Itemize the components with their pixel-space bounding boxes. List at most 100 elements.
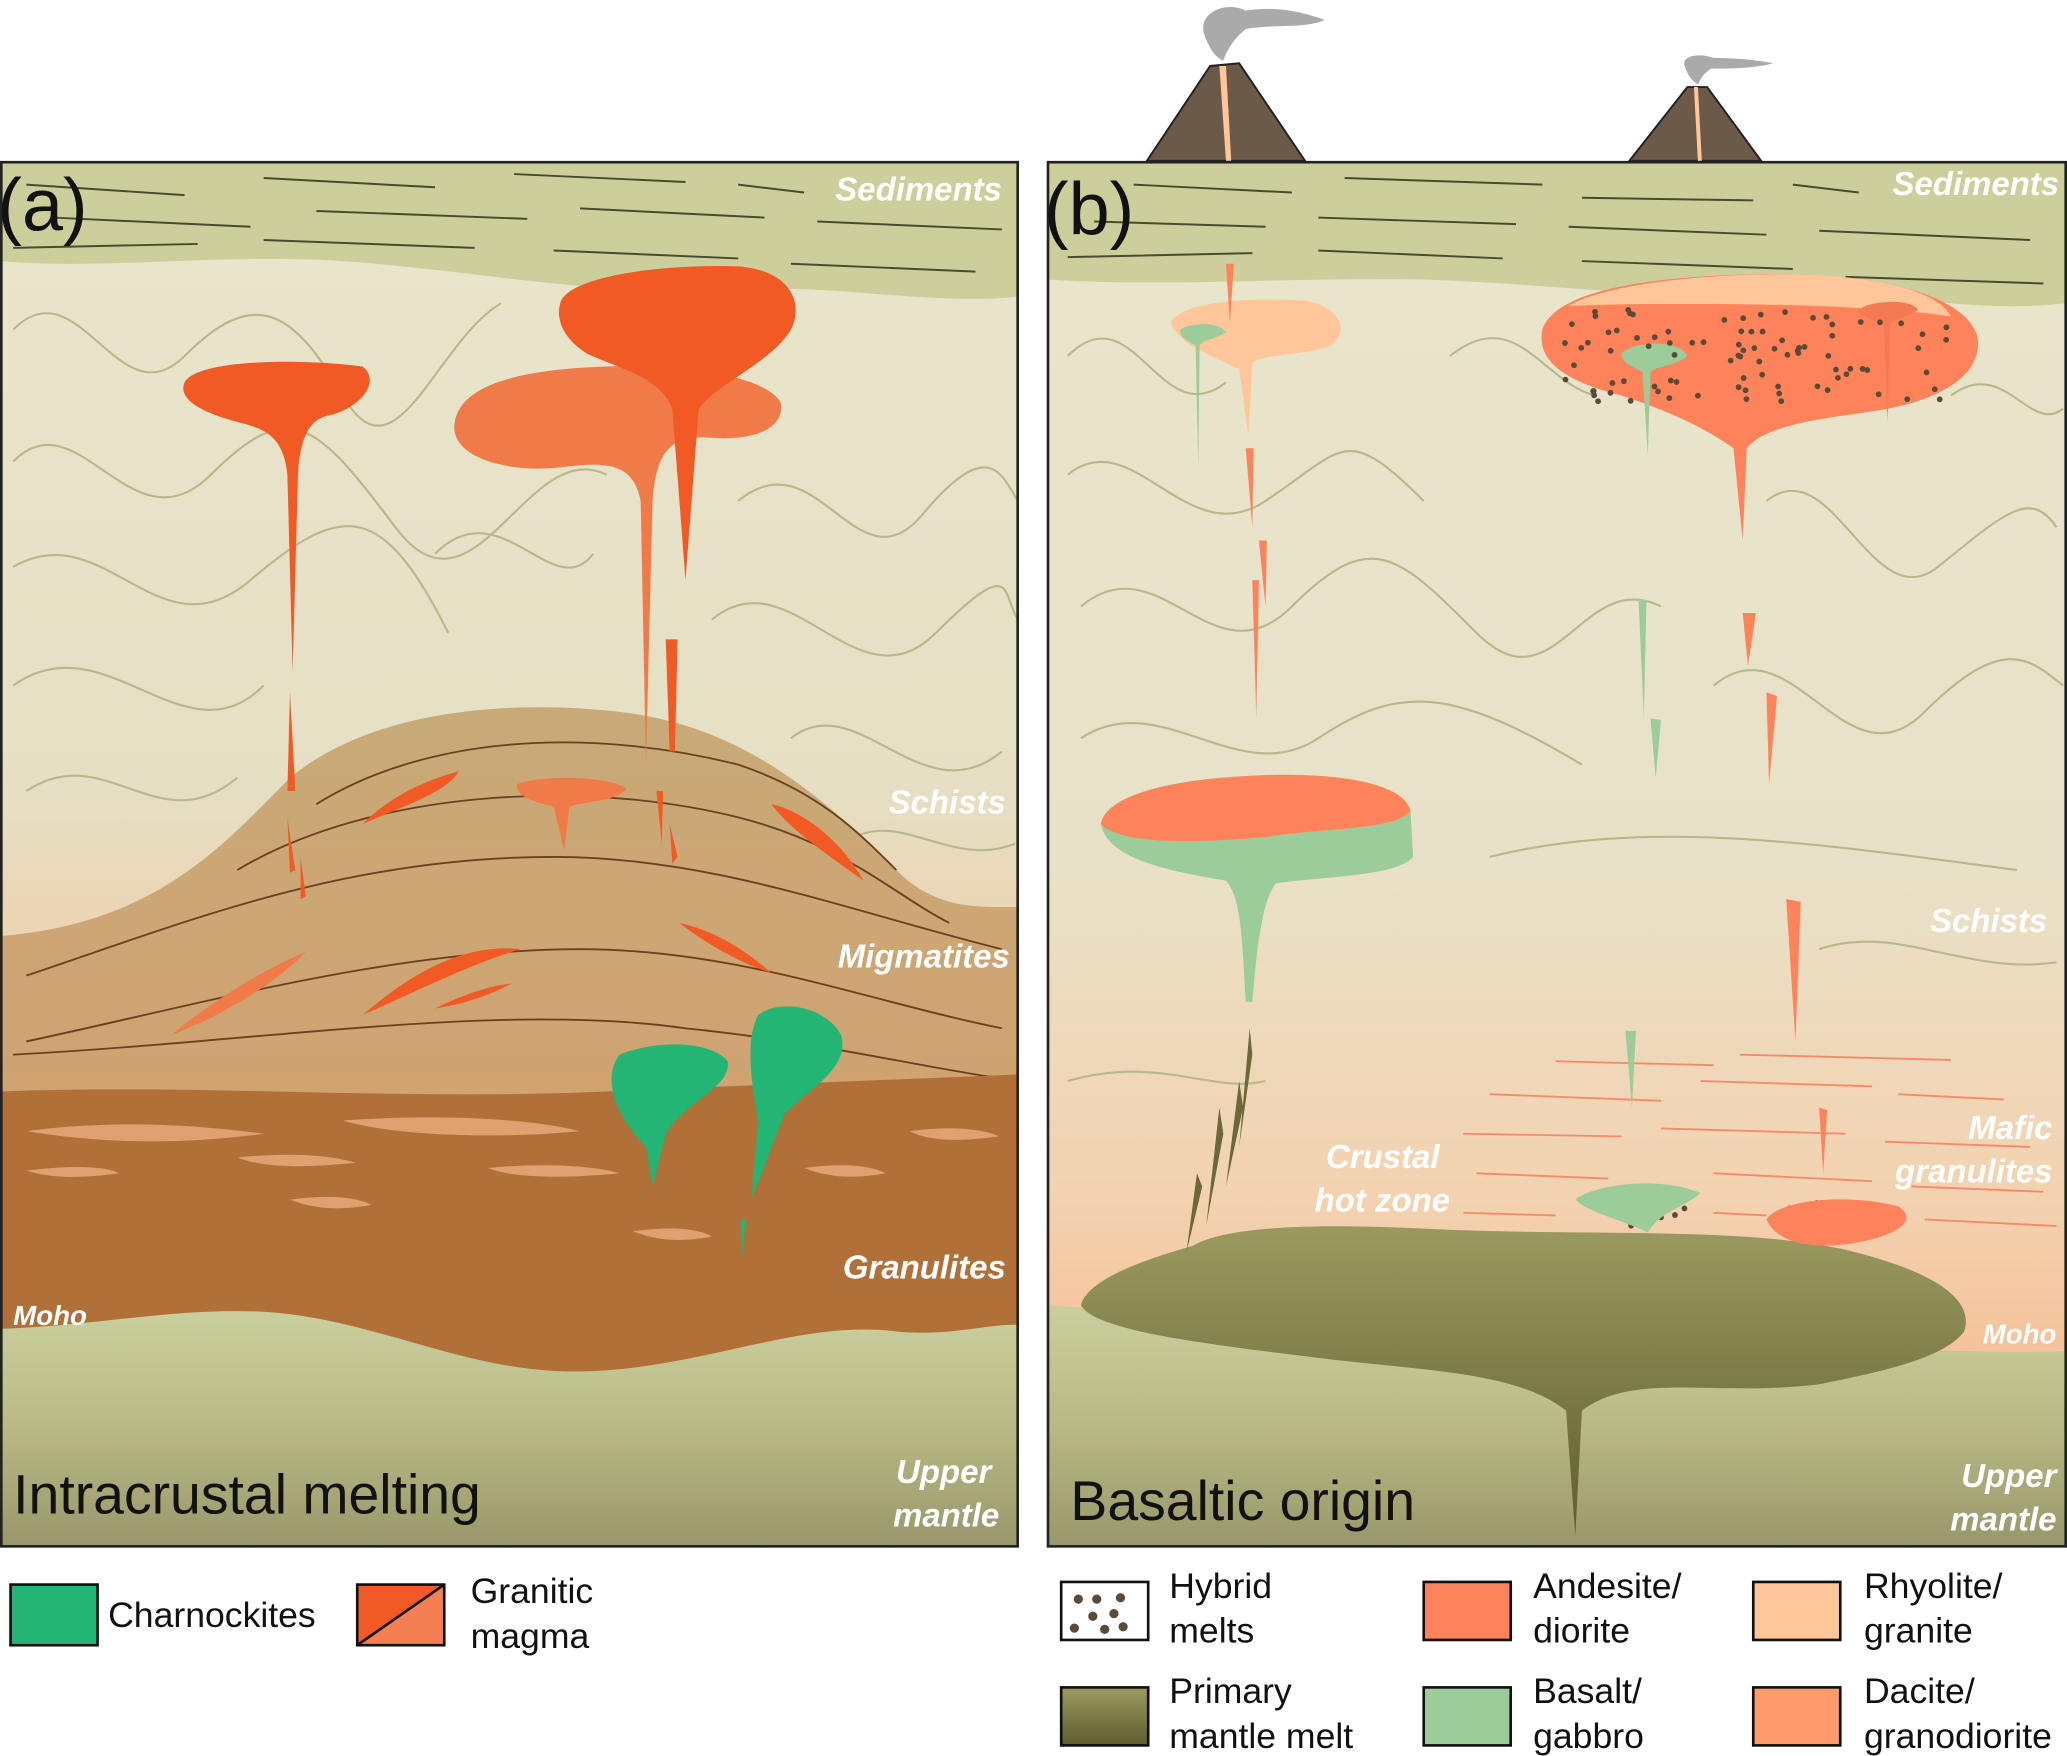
label-moho: Moho <box>1983 1318 2057 1349</box>
label-upper-mantle-2: mantle <box>893 1497 999 1534</box>
legend-item-andesite: Andesite/ diorite <box>1422 1566 1682 1651</box>
hybrid-melt-dot <box>1864 367 1871 373</box>
legend-item-dacite: Dacite/ granodiorite <box>1751 1671 2052 1756</box>
hybrid-melt-dot <box>1671 351 1678 358</box>
legend-label: Rhyolite/ <box>1864 1566 2003 1606</box>
hybrid-melt-dot <box>1801 344 1808 350</box>
legend-label: gabbro <box>1533 1716 1644 1756</box>
hybrid-melt-dot <box>1673 379 1680 385</box>
label-moho: Moho <box>13 1300 87 1331</box>
schist-folds <box>1067 337 2064 1085</box>
legend-swatch <box>355 1583 446 1647</box>
hybrid-melt-dot <box>1738 328 1745 335</box>
smoke-plume-left <box>1203 6 1325 61</box>
hybrid-melt-dot <box>1592 313 1599 320</box>
hybrid-melt-dot <box>1743 396 1750 402</box>
legend-label: granite <box>1864 1611 1973 1651</box>
hybrid-melt-dot <box>1875 391 1882 398</box>
label-mafic-2: granulites <box>1894 1153 2052 1190</box>
legend-label: magma <box>471 1616 590 1656</box>
label-schists: Schists <box>1930 902 2047 939</box>
hybrid-melt-dot <box>1759 371 1766 378</box>
panel-b-title: Basaltic origin <box>1070 1470 1415 1532</box>
label-granulites: Granulites <box>843 1249 1006 1286</box>
hybrid-melt-dot <box>1695 392 1701 399</box>
hybrid-melt-dot <box>1740 347 1747 354</box>
hybrid-melt-dot <box>1776 390 1783 397</box>
legend-label: Andesite/ <box>1533 1566 1681 1606</box>
hybrid-melt-dot <box>1742 387 1749 394</box>
melt-dikes <box>1186 1028 1253 1253</box>
hybrid-melt-dot <box>1613 327 1620 334</box>
hybrid-melt-dot <box>1843 371 1850 378</box>
mafic-granulite-lines <box>1463 1053 2057 1227</box>
hybrid-melt-dot <box>1824 387 1831 393</box>
hybrid-melt-dot <box>1645 343 1652 350</box>
hybrid-melt-dot <box>1625 307 1632 313</box>
schist-folds <box>12 302 1019 852</box>
legend-label: Dacite/ <box>1864 1671 1975 1711</box>
legend-item-primary-mantle-melt: Primary mantle melt <box>1059 1671 1353 1756</box>
primary-mantle-melt <box>1080 1226 1966 1536</box>
hybrid-melt-dot <box>1748 328 1755 335</box>
hybrid-melt-dot <box>1607 389 1614 396</box>
legend-a: Charnockites Granitic magma <box>9 1571 593 1656</box>
hybrid-melt-dot <box>1784 351 1791 358</box>
hybrid-melt-dot <box>1735 352 1742 359</box>
hybrid-melt-dot <box>1756 358 1763 365</box>
legend-label: mantle melt <box>1169 1716 1353 1756</box>
hybrid-melt-dot <box>1727 357 1734 364</box>
hybrid-melt-dot <box>1689 339 1696 346</box>
hybrid-melt-dot <box>1923 369 1930 376</box>
andesite-cap <box>1100 774 1411 842</box>
hybrid-melt-dot <box>1847 365 1854 372</box>
legend-item-hybrid-melts: Hybrid melts <box>1059 1566 1272 1651</box>
legend-label: Charnockites <box>108 1595 316 1635</box>
legend-swatch <box>1059 1686 1150 1747</box>
hybrid-melt-dot <box>1620 378 1627 385</box>
panel-b-frame <box>1046 160 2067 1548</box>
sediments-layer <box>1 162 1018 299</box>
legend-label: Basalt/ <box>1533 1671 1642 1711</box>
hybrid-melt-dot <box>1607 347 1614 354</box>
basalt-dikes <box>1625 599 1661 1108</box>
hybrid-melt-dot <box>1562 376 1569 383</box>
hybrid-melt-dot <box>1740 375 1747 381</box>
hybrid-melt-dot <box>1672 1212 1678 1218</box>
legend-item-charnockites: Charnockites <box>9 1583 316 1647</box>
hybrid-melt-dot <box>1823 314 1830 320</box>
legend-item-granitic-magma: Granitic magma <box>355 1571 593 1656</box>
legend-label: diorite <box>1533 1611 1630 1651</box>
hybrid-melt-dot <box>1936 396 1943 403</box>
hybrid-melt-dot <box>1829 332 1836 339</box>
legend-label: Primary <box>1169 1671 1292 1711</box>
hybrid-melt-dot <box>1667 377 1674 384</box>
hybrid-melt-dot <box>1681 1205 1688 1212</box>
smoke-plume-right <box>1684 55 1774 85</box>
hybrid-melt-dot <box>1898 320 1905 327</box>
hybrid-melt-dot <box>1771 345 1778 352</box>
charnockite-bodies <box>611 1006 843 1259</box>
hybrid-melt-dot <box>1904 396 1911 403</box>
label-sediments: Sediments <box>1893 165 2060 202</box>
hybrid-melt-dot <box>1627 397 1634 404</box>
hybrid-melt-dot <box>1666 340 1673 346</box>
panel-b: (b) Sediments Schists Mafic granulites C… <box>1044 6 2067 1548</box>
hybrid-melt-dot <box>1778 398 1785 405</box>
granulite-lenses <box>26 1117 1000 1241</box>
hybrid-melt-dot <box>1943 324 1950 331</box>
hybrid-melt-dot <box>1655 388 1661 395</box>
hybrid-melt-dot <box>1605 329 1612 336</box>
basalt-hotzone-body <box>1575 1183 1701 1233</box>
panel-a-letter: (a) <box>0 164 88 247</box>
hybrid-melt-dot <box>1721 317 1728 323</box>
legend-swatch <box>1751 1686 1842 1747</box>
label-hot-zone-1: Crustal <box>1326 1138 1440 1175</box>
hybrid-melt-dot <box>1751 345 1758 352</box>
hybrid-melt-dot <box>1634 334 1640 341</box>
legend-swatch <box>1422 1686 1513 1747</box>
hybrid-melt-dot <box>1775 383 1781 390</box>
label-hot-zone-2: hot zone <box>1315 1182 1450 1219</box>
label-upper-mantle-2: mantle <box>1950 1501 2056 1538</box>
